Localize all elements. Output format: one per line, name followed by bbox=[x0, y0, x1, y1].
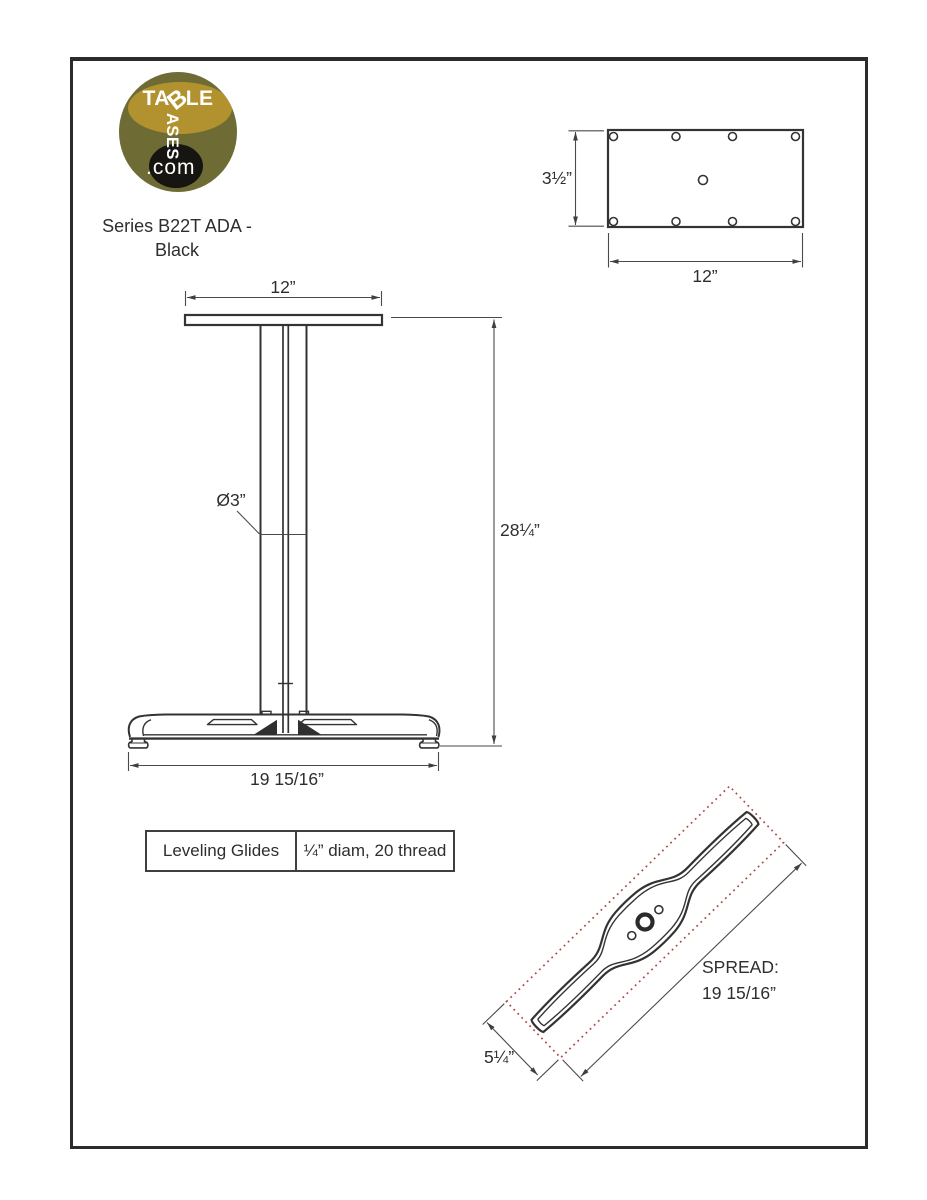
depth-label: 5¼” bbox=[484, 1047, 514, 1067]
top-plate-side bbox=[183, 313, 384, 327]
plate-width-dimension: 12” bbox=[607, 233, 804, 286]
series-title-line1: Series B22T ADA - bbox=[102, 216, 252, 236]
bolt-hole bbox=[608, 131, 619, 142]
plate-height-label: 3½” bbox=[542, 168, 572, 188]
right-glide bbox=[418, 739, 440, 749]
bolt-hole bbox=[671, 131, 681, 142]
logo-le: LE bbox=[185, 87, 214, 110]
column-diameter-callout: Ø3” bbox=[216, 490, 307, 536]
top-view-drawing: 3½” 12” bbox=[542, 128, 805, 286]
base-casting bbox=[127, 710, 441, 749]
height-dimension: 28¼” bbox=[391, 316, 540, 747]
logo-word-bases-vertical: ASES bbox=[163, 113, 181, 160]
front-view-drawing: 12” Ø3” 28¼” bbox=[127, 277, 540, 789]
bolt-hole bbox=[608, 216, 619, 227]
logo-ta: TA bbox=[142, 87, 170, 110]
left-wing-slot bbox=[206, 718, 258, 726]
logo-black-circle bbox=[149, 144, 203, 188]
left-gusset bbox=[253, 719, 277, 735]
bolt-hole bbox=[727, 131, 738, 142]
bolt-hole bbox=[790, 131, 801, 142]
series-title: Series B22T ADA - Black bbox=[94, 214, 260, 262]
base-bottom-outline bbox=[530, 810, 760, 1034]
bolt-hole bbox=[790, 216, 801, 227]
base-spread-dimension: 19 15/16” bbox=[127, 752, 440, 789]
right-gusset bbox=[298, 719, 322, 735]
logo-gold-ellipse bbox=[128, 82, 232, 134]
spread-label-line2: 19 15/16” bbox=[702, 983, 776, 1003]
right-wing-slot bbox=[297, 718, 358, 726]
top-width-dimension: 12” bbox=[184, 277, 383, 306]
bolt-hole bbox=[671, 216, 681, 227]
spread-label-line1: SPREAD: bbox=[702, 957, 779, 977]
column bbox=[259, 325, 308, 733]
spec-row-value: ¼” diam, 20 thread bbox=[303, 841, 447, 860]
top-width-label: 12” bbox=[270, 277, 295, 297]
bottom-view-drawing: SPREAD: 19 15/16” 5¼” bbox=[482, 785, 807, 1082]
column-diameter-label: Ø3” bbox=[216, 490, 245, 510]
base-spread-label: 19 15/16” bbox=[250, 769, 324, 789]
depth-dimension bbox=[482, 1003, 559, 1082]
center-hole bbox=[697, 174, 709, 186]
plate-height-dimension: 3½” bbox=[542, 130, 604, 227]
logo-word-table: TABLE bbox=[119, 83, 237, 115]
height-label: 28¼” bbox=[500, 520, 540, 540]
spread-dimension bbox=[562, 844, 807, 1082]
spec-row-name: Leveling Glides bbox=[147, 832, 297, 870]
left-glide bbox=[127, 739, 149, 749]
bolt-holes bbox=[608, 131, 801, 227]
logo-circle: TABLE ASES .com bbox=[119, 72, 237, 192]
tablebases-logo: TABLE ASES .com bbox=[119, 72, 237, 192]
plate-width-label: 12” bbox=[692, 266, 717, 286]
spec-table: Leveling Glides ¼” diam, 20 thread bbox=[145, 830, 455, 872]
logo-domain: .com bbox=[146, 156, 196, 179]
bolt-hole bbox=[727, 216, 738, 227]
series-title-line2: Black bbox=[154, 240, 199, 260]
